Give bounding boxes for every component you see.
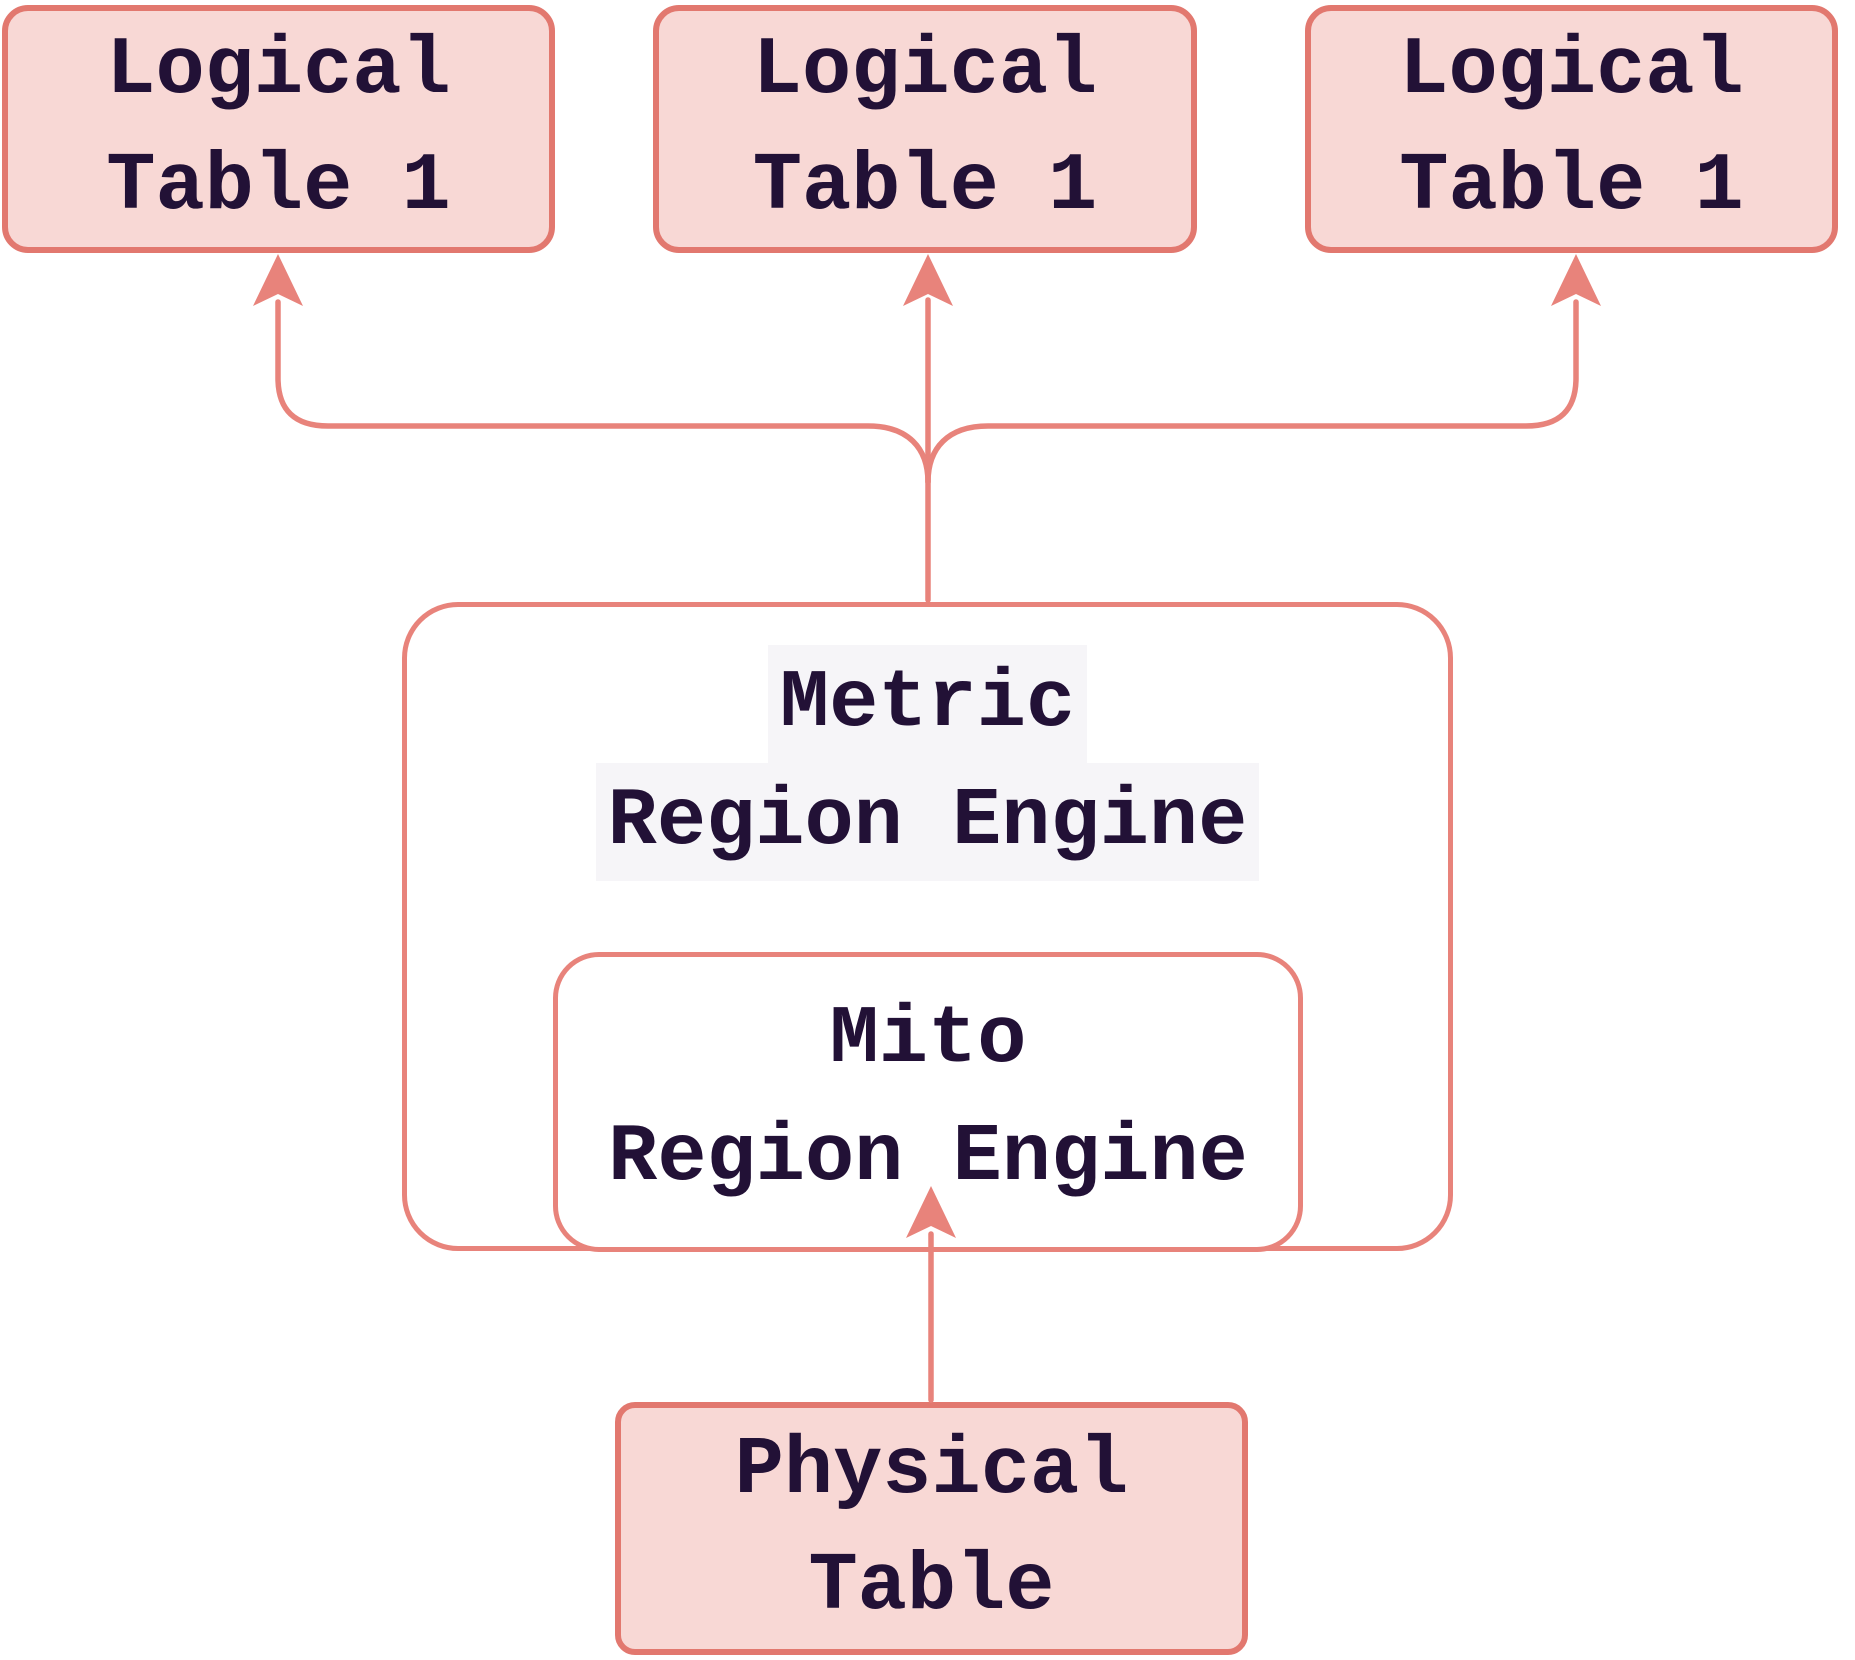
node-label-line: Metric bbox=[407, 645, 1448, 763]
node-logical-table-1-left: Logical Table 1 bbox=[2, 5, 555, 253]
node-label-line: Table bbox=[808, 1539, 1055, 1633]
node-label-line: Table 1 bbox=[752, 140, 1098, 233]
arrowhead-up-icon bbox=[1551, 254, 1601, 306]
node-label-line: Mito bbox=[829, 993, 1027, 1086]
node-label-line: Region Engine bbox=[608, 1111, 1248, 1204]
node-label-line: Logical bbox=[106, 24, 451, 117]
node-label-line: Logical bbox=[1399, 24, 1744, 117]
edge-metric-to-logical-left bbox=[275, 299, 931, 485]
edge-metric-to-logical-right bbox=[925, 299, 1579, 485]
arrowhead-up-icon bbox=[903, 254, 953, 306]
node-label-line: Table 1 bbox=[1399, 140, 1744, 233]
node-label-line: Table 1 bbox=[106, 140, 451, 233]
node-physical-table: Physical Table bbox=[615, 1402, 1248, 1655]
node-label-line: Region Engine bbox=[407, 763, 1448, 881]
node-label-highlight: Metric bbox=[767, 645, 1088, 763]
node-logical-table-1-middle: Logical Table 1 bbox=[653, 5, 1197, 253]
node-label-line: Logical bbox=[752, 24, 1098, 117]
node-label-line: Physical bbox=[734, 1423, 1129, 1517]
node-logical-table-1-right: Logical Table 1 bbox=[1305, 5, 1838, 253]
arrowhead-up-icon bbox=[253, 254, 303, 306]
node-label-highlight: Region Engine bbox=[595, 763, 1260, 881]
node-mito-region-engine: Mito Region Engine bbox=[553, 952, 1303, 1252]
